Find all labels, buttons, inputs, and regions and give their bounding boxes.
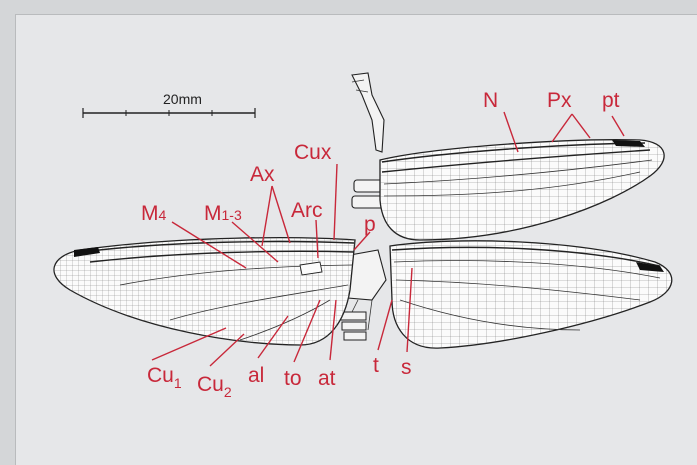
label-t: t <box>373 354 379 377</box>
label-pt: pt <box>602 89 620 112</box>
label-Cu2-sub: 2 <box>224 384 232 400</box>
label-Cu1-sub: 1 <box>174 375 182 391</box>
label-N: N <box>483 89 498 112</box>
label-M13-sub: 1-3 <box>222 207 242 223</box>
label-Cu1: Cu1 <box>147 364 182 391</box>
label-Cux: Cux <box>294 141 332 164</box>
scale-bar: 20mm <box>83 91 255 118</box>
label-al: al <box>248 364 264 387</box>
right-forewing <box>380 140 664 240</box>
label-M13-main: M <box>204 202 222 225</box>
label-at: at <box>318 367 336 390</box>
label-Cu1-main: Cu <box>147 364 174 387</box>
label-M4-sub: 4 <box>159 207 167 223</box>
label-Arc: Arc <box>291 199 323 222</box>
label-to: to <box>284 367 302 390</box>
label-Cu2-main: Cu <box>197 373 224 396</box>
label-M4: M4 <box>141 202 167 225</box>
scale-bar-label: 20mm <box>163 91 202 107</box>
label-Ax: Ax <box>250 163 275 186</box>
label-s: s <box>401 356 412 379</box>
right-hindwing <box>390 241 672 348</box>
label-Px: Px <box>547 89 572 112</box>
left-forewing <box>54 238 355 345</box>
label-Cu2: Cu2 <box>197 373 232 400</box>
label-M4-main: M <box>141 202 159 225</box>
label-M13: M1-3 <box>204 202 242 225</box>
label-p: p <box>364 213 376 236</box>
